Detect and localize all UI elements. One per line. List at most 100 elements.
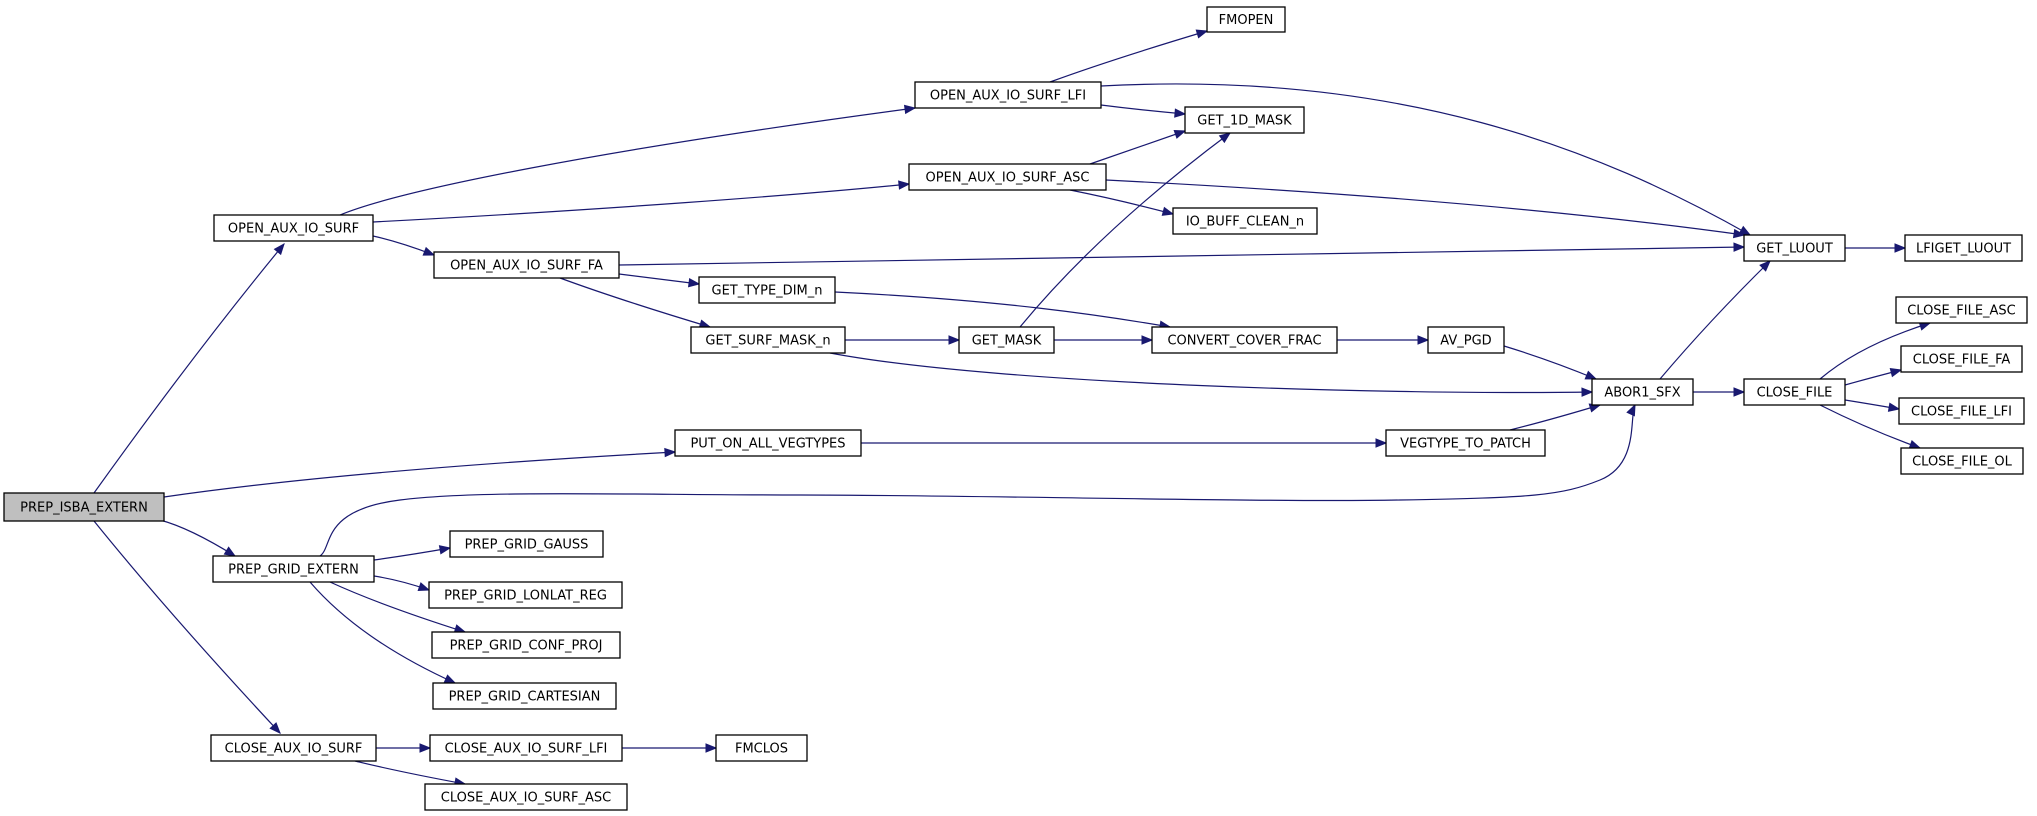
node-box[interactable] (1743, 234, 1846, 262)
edge-get-surf-mask-n-to-get-mask (845, 335, 961, 345)
edge-close-aux-io-surf-lfi-to-fmclos (621, 743, 718, 753)
node-fmclos[interactable]: FMCLOS (715, 734, 808, 762)
edge-prep-isba-extern-to-prep-grid-extern (159, 519, 237, 557)
node-box[interactable] (449, 530, 604, 558)
node-box[interactable] (1385, 429, 1546, 457)
node-box[interactable] (424, 783, 628, 811)
node-prep-grid-conf-proj[interactable]: PREP_GRID_CONF_PROJ (431, 631, 621, 659)
node-label: FMCLOS (735, 742, 788, 757)
node-box[interactable] (1591, 378, 1694, 406)
node-box[interactable] (1743, 378, 1846, 406)
node-close-aux-io-surf-asc[interactable]: CLOSE_AUX_IO_SURF_ASC (424, 783, 628, 811)
node-fmopen[interactable]: FMOPEN (1206, 6, 1286, 33)
node-box[interactable] (698, 276, 836, 304)
node-prep-grid-lonlat-reg[interactable]: PREP_GRID_LONLAT_REG (428, 581, 623, 609)
edge-close-file-to-close-file-lfi (1844, 399, 1901, 412)
edge-convert-cover-frac-to-av-pgd (1337, 335, 1430, 345)
edge-line (1105, 179, 1745, 236)
node-close-file-asc[interactable]: CLOSE_FILE_ASC (1895, 296, 2028, 324)
node-av-pgd[interactable]: AV_PGD (1427, 326, 1505, 354)
node-get-luout[interactable]: GET_LUOUT (1743, 234, 1846, 262)
node-box[interactable] (210, 734, 377, 762)
node-box[interactable] (433, 251, 620, 279)
node-label: AV_PGD (1440, 334, 1491, 349)
node-get-mask[interactable]: GET_MASK (958, 326, 1055, 354)
edge-line (329, 581, 466, 633)
node-prep-grid-extern[interactable]: PREP_GRID_EXTERN (212, 555, 375, 583)
node-box[interactable] (213, 214, 374, 242)
edge-get-luout-to-lfiget-luout (1845, 243, 1907, 253)
node-box[interactable] (431, 631, 621, 659)
node-box[interactable] (1900, 345, 2023, 373)
node-close-file[interactable]: CLOSE_FILE (1743, 378, 1846, 406)
node-open-aux-io-surf[interactable]: OPEN_AUX_IO_SURF (213, 214, 374, 242)
node-box[interactable] (914, 81, 1102, 109)
node-prep-grid-gauss[interactable]: PREP_GRID_GAUSS (449, 530, 604, 558)
node-close-file-lfi[interactable]: CLOSE_FILE_LFI (1898, 397, 2025, 425)
node-get-type-dim-n[interactable]: GET_TYPE_DIM_n (698, 276, 836, 304)
node-box[interactable] (1898, 397, 2025, 425)
edge-arrowhead (1733, 387, 1746, 397)
node-close-file-ol[interactable]: CLOSE_FILE_OL (1900, 447, 2024, 475)
edge-arrowhead (1161, 206, 1175, 216)
node-box[interactable] (1427, 326, 1505, 354)
node-put-on-all-vegtypes[interactable]: PUT_ON_ALL_VEGTYPES (674, 429, 862, 457)
edge-line (1089, 130, 1186, 165)
node-convert-cover-frac[interactable]: CONVERT_COVER_FRAC (1151, 326, 1338, 354)
node-box[interactable] (1151, 326, 1338, 354)
node-box[interactable] (958, 326, 1055, 354)
node-open-aux-io-surf-lfi[interactable]: OPEN_AUX_IO_SURF_LFI (914, 81, 1102, 109)
node-box[interactable] (1900, 447, 2024, 475)
node-close-aux-io-surf[interactable]: CLOSE_AUX_IO_SURF (210, 734, 377, 762)
edge-line (618, 246, 1745, 266)
node-vegtype-to-patch[interactable]: VEGTYPE_TO_PATCH (1385, 429, 1546, 457)
node-label: CLOSE_FILE_OL (1912, 455, 2013, 470)
node-box[interactable] (428, 581, 623, 609)
node-label: LFIGET_LUOUT (1916, 242, 2011, 257)
edge-close-file-to-close-file-fa (1844, 368, 1903, 386)
edge-arrowhead (903, 104, 917, 115)
node-box[interactable] (715, 734, 808, 762)
edge-vegtype-to-patch-to-abor1-sfx (1509, 403, 1602, 431)
edge-arrowhead (1889, 368, 1903, 378)
node-io-buff-clean-n[interactable]: IO_BUFF_CLEAN_n (1172, 207, 1318, 235)
node-box[interactable] (1206, 6, 1286, 33)
edge-arrowhead (438, 545, 452, 555)
edge-arrowhead (417, 582, 431, 592)
node-close-file-fa[interactable]: CLOSE_FILE_FA (1900, 345, 2023, 373)
node-label: CLOSE_AUX_IO_SURF_ASC (441, 791, 611, 806)
node-box[interactable] (1895, 296, 2028, 324)
edge-prep-grid-extern-to-prep-grid-lonlat-reg (373, 575, 431, 592)
node-box[interactable] (674, 429, 862, 457)
edge-arrowhead (269, 722, 281, 734)
edge-line (1100, 104, 1186, 115)
edge-arrowhead (1894, 243, 1907, 253)
node-box[interactable] (1904, 234, 2023, 262)
edge-av-pgd-to-abor1-sfx (1503, 345, 1598, 380)
node-lfiget-luout[interactable]: LFIGET_LUOUT (1904, 234, 2023, 262)
node-open-aux-io-surf-fa[interactable]: OPEN_AUX_IO_SURF_FA (433, 251, 620, 279)
node-box[interactable] (432, 682, 617, 710)
edge-arrowhead (1141, 335, 1154, 345)
edge-line (1069, 189, 1174, 215)
node-open-aux-io-surf-asc[interactable]: OPEN_AUX_IO_SURF_ASC (908, 163, 1107, 191)
node-box[interactable] (690, 326, 846, 354)
edge-arrowhead (1887, 402, 1901, 412)
edge-arrowhead (1732, 228, 1746, 239)
node-get-surf-mask-n[interactable]: GET_SURF_MASK_n (690, 326, 846, 354)
edge-arrowhead (948, 335, 961, 345)
node-abor1-sfx[interactable]: ABOR1_SFX (1591, 378, 1694, 406)
node-box[interactable] (908, 163, 1107, 191)
node-close-aux-io-surf-lfi[interactable]: CLOSE_AUX_IO_SURF_LFI (429, 734, 623, 762)
node-box[interactable] (3, 492, 165, 522)
node-label: IO_BUFF_CLEAN_n (1186, 215, 1304, 230)
node-prep-grid-cartesian[interactable]: PREP_GRID_CARTESIAN (432, 682, 617, 710)
node-box[interactable] (1172, 207, 1318, 235)
edge-arrowhead (443, 674, 457, 684)
node-box[interactable] (429, 734, 623, 762)
node-prep-isba-extern[interactable]: PREP_ISBA_EXTERN (3, 492, 165, 522)
node-box[interactable] (212, 555, 375, 583)
node-box[interactable] (1184, 106, 1305, 134)
node-get-1d-mask[interactable]: GET_1D_MASK (1184, 106, 1305, 134)
edge-line (1049, 30, 1208, 83)
